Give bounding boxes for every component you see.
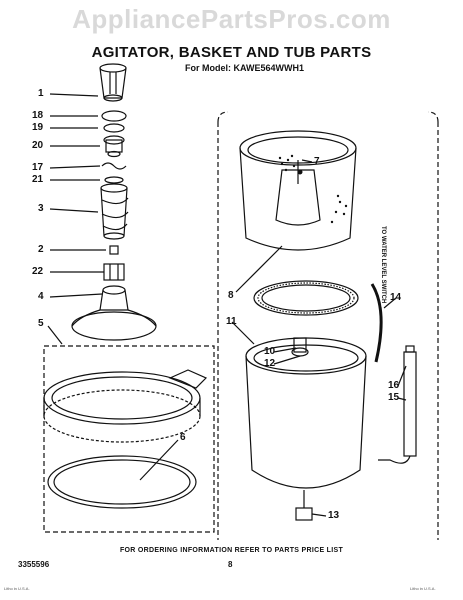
leader-7 [301,159,313,163]
basket [239,130,357,251]
right-frame [217,111,439,540]
agitator-cap [99,63,127,102]
diagram-title: AGITATOR, BASKET AND TUB PARTS [91,44,372,61]
callout-14: 14 [390,292,402,303]
leader-1 [49,93,99,97]
agitator-auger [100,183,129,240]
ring-18 [101,110,127,122]
model-label: For Model: KAWE564WWH1 [185,63,305,73]
ordering-note: FOR ORDERING INFORMATION REFER TO PARTS … [119,547,344,554]
callout-17: 17 [32,162,44,173]
callout-2: 2 [38,244,44,255]
outer-tub [245,337,367,489]
leader-14 [383,297,397,309]
pressure-hose [370,283,383,363]
leader-15 [397,397,407,401]
callout-22: 22 [32,266,44,277]
ring-19 [103,123,125,133]
leader-12 [273,355,301,365]
leader-11 [231,321,255,345]
callout-20: 20 [32,140,44,151]
callout-11: 11 [226,316,237,327]
balance-ring [43,369,208,443]
leader-10 [273,347,297,353]
callout-21: 21 [32,174,44,185]
leader-17 [49,165,101,169]
tub-ring-inner [53,459,191,505]
callout-12: 12 [264,358,276,369]
callout-1: 1 [38,88,44,99]
basket-holes [278,154,348,224]
callout-8: 8 [228,290,234,301]
leader-13 [311,513,327,517]
callout-16: 16 [388,380,400,391]
callout-6: 6 [180,432,186,443]
leader-3 [49,208,99,213]
bolt-2 [109,245,119,255]
callout-3: 3 [38,203,44,214]
callout-19: 19 [32,122,44,133]
seal-ring [253,280,359,316]
watermark: AppliancePartsPros.com [72,4,391,34]
agitator-base [71,285,157,341]
part-number: 3355596 [18,560,50,569]
leader-16 [397,365,407,387]
page-number: 8 [228,560,233,569]
callout-7: 7 [314,156,320,167]
coupler-22 [103,263,125,281]
leader-5 [47,325,63,345]
callout-10: 10 [264,346,276,357]
callout-4: 4 [38,291,44,302]
fine-print-right: Litho in U.S.A. [410,586,436,591]
drain-hose [378,345,417,464]
washer-21 [104,176,124,184]
callout-18: 18 [32,110,44,121]
tub-ring [47,455,197,509]
fine-print-left: Litho in U.S.A. [4,586,30,591]
water-level-note: TO WATER LEVEL SWITCH [380,226,386,304]
callout-13: 13 [328,510,340,521]
agitator-dog [103,135,125,158]
callout-15: 15 [388,392,400,403]
leader-4 [49,293,103,298]
clip-17 [101,162,127,170]
leader-8 [235,245,283,293]
callout-5: 5 [38,318,44,329]
drain-nut [295,490,313,521]
group-box [43,345,215,533]
